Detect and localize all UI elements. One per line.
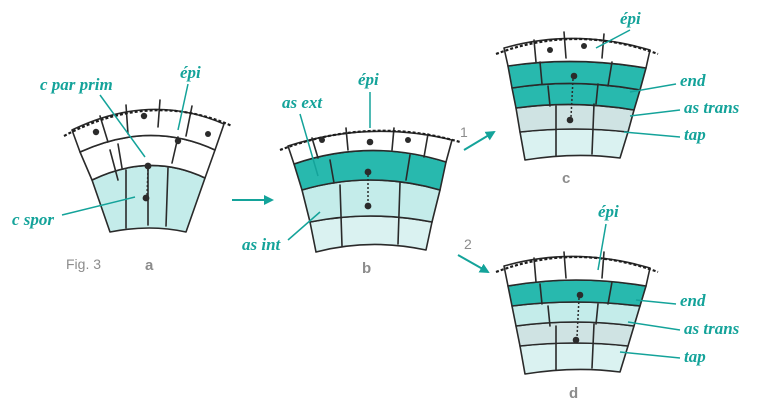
panel-c-label-middle-layer: as trans (684, 98, 740, 117)
panel-b-inner-layer (301, 179, 441, 223)
panel-d-label-tapetum: tap (684, 347, 706, 366)
panel-b-label-outer-layer: as ext (282, 93, 323, 112)
panel-b: épi as ext as int b (242, 70, 461, 277)
panel-d-tapetum-bottom (519, 342, 629, 375)
arrow-step-1 (463, 130, 496, 151)
panel-b-letter: b (362, 260, 371, 277)
panel-b-label-inner-layer: as int (242, 235, 282, 254)
panel-d: épi end as trans tap d (495, 202, 740, 402)
figure-label: Fig. 3 (66, 256, 101, 272)
panel-b-epidermis-layer (287, 130, 453, 165)
panel-b-inner-bottom-layer (309, 215, 433, 253)
panel-c-tapetum-bottom (519, 128, 629, 161)
arrow-step-2 (457, 254, 490, 273)
panel-a-epidermis-layer (71, 108, 225, 153)
panel-d-label-endothecium: end (680, 291, 706, 310)
panel-d-label-middle-layer: as trans (684, 319, 740, 338)
panel-b-label-epidermis: épi (358, 70, 379, 89)
panel-c-letter: c (562, 170, 570, 187)
panel-c-tapetum-layer (515, 103, 635, 133)
panel-a-letter: a (145, 257, 154, 274)
panel-a-label-parietal: c par prim (40, 75, 113, 94)
panel-d-letter: d (569, 385, 578, 402)
panel-c-label-epidermis: épi (620, 9, 641, 28)
panel-a-label-epidermis: épi (180, 63, 201, 82)
panel-d-endothecium-layer (507, 279, 647, 307)
panel-a: c par prim épi c spor Fig. 3 a (12, 63, 233, 274)
panel-c: épi end as trans tap c (495, 9, 740, 187)
panel-c-label-tapetum: tap (684, 125, 706, 144)
panel-d-middle-layer (511, 301, 641, 327)
panel-c-label-endothecium: end (680, 71, 706, 90)
panel-a-label-sporogenous: c spor (12, 210, 54, 229)
panel-d-label-epidermis: épi (598, 202, 619, 221)
step-2-number: 2 (464, 236, 472, 252)
step-1-number: 1 (460, 124, 468, 140)
